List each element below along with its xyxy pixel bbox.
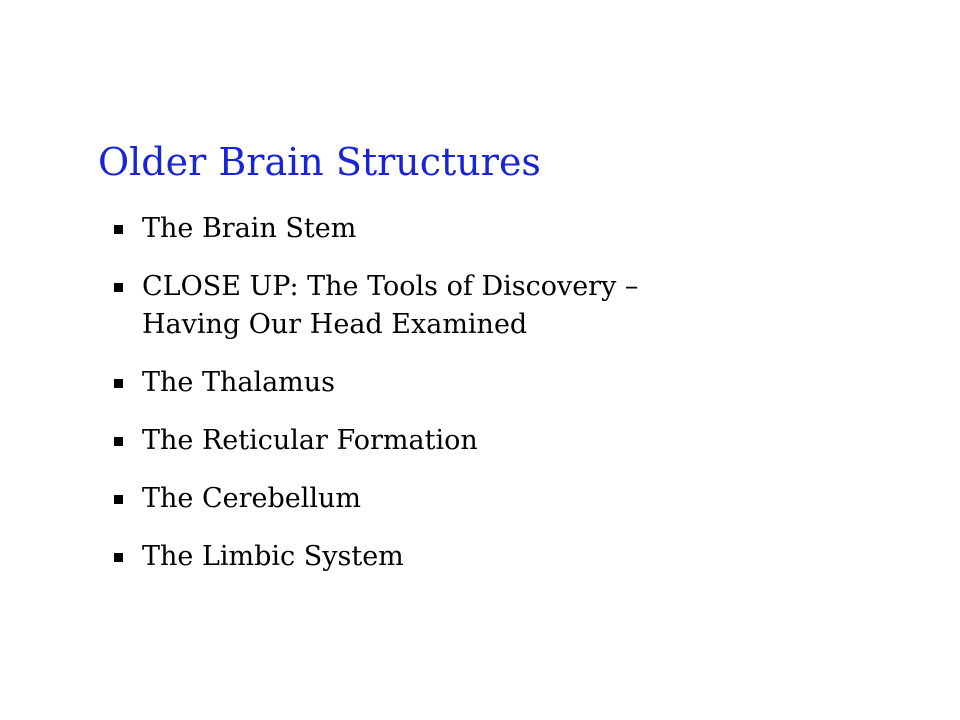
bullet-item-brain-stem: The Brain Stem (110, 210, 850, 248)
bullet-text: The Reticular Formation (142, 425, 478, 456)
bullet-text: The Thalamus (142, 367, 336, 398)
bullet-item-cerebellum: The Cerebellum (110, 480, 850, 518)
square-bullet-icon (110, 422, 142, 460)
square-bullet-icon (110, 538, 142, 576)
square-bullet-icon (110, 210, 142, 248)
bullet-text-line-1: CLOSE UP: The Tools of Discovery – (142, 271, 639, 302)
bullet-item-limbic-system: The Limbic System (110, 538, 850, 576)
bullet-item-reticular-formation: The Reticular Formation (110, 422, 850, 460)
bullet-text: The Cerebellum (142, 483, 362, 514)
bullet-text: CLOSE UP: The Tools of Discovery – Havin… (142, 268, 638, 344)
bullet-text: The Limbic System (142, 541, 404, 572)
bullet-item-close-up: CLOSE UP: The Tools of Discovery – Havin… (110, 268, 850, 344)
square-bullet-icon (110, 364, 142, 402)
bullet-item-thalamus: The Thalamus (110, 364, 850, 402)
bullet-list: The Brain Stem CLOSE UP: The Tools of Di… (110, 210, 850, 596)
slide-title: Older Brain Structures (98, 140, 541, 184)
bullet-text-line-2: Having Our Head Examined (142, 309, 528, 340)
square-bullet-icon (110, 268, 142, 306)
square-bullet-icon (110, 480, 142, 518)
bullet-text: The Brain Stem (142, 213, 357, 244)
